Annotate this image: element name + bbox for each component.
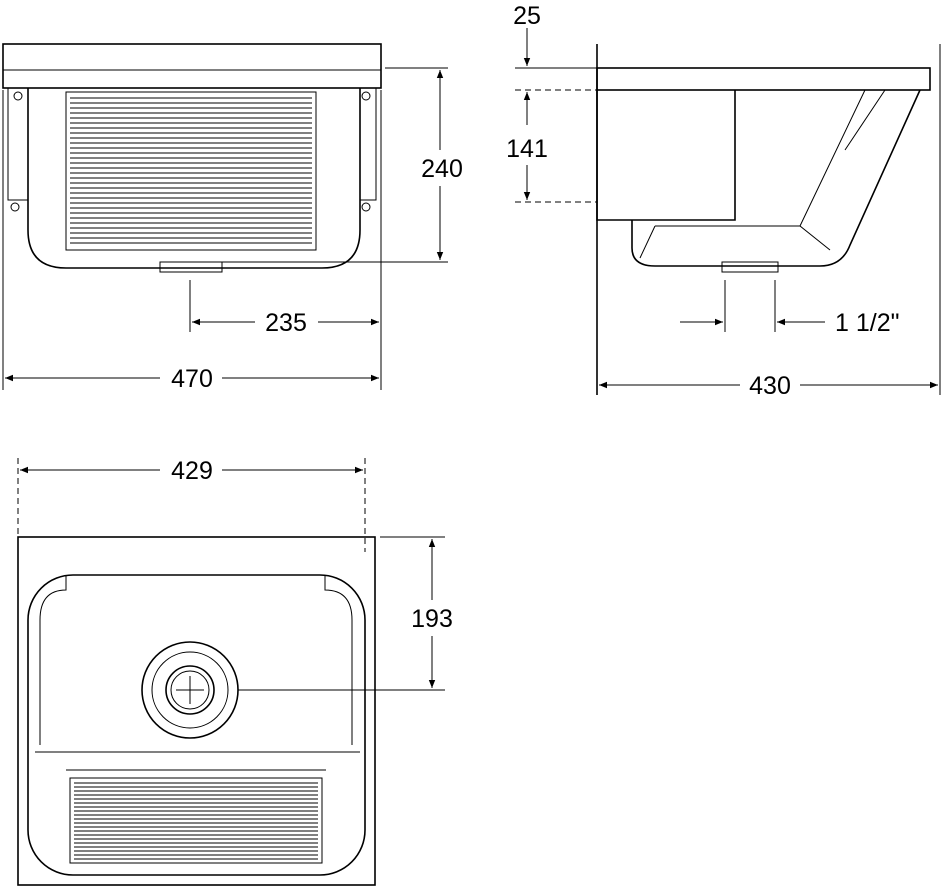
dim-length-label: 430 [749,372,791,400]
dim-drain-offset-label: 235 [265,309,307,337]
drain-outlet [721,261,779,273]
front-view: 240 235 470 [2,43,463,393]
dim-rim-label: 25 [513,2,541,30]
dim-depth-label: 141 [506,135,548,163]
dim-drain-size-label: 1 1/2" [835,309,899,337]
dim-height-label: 240 [421,155,463,183]
ribs [74,782,318,860]
drain-outlet [159,261,223,273]
dim-inner-width-label: 429 [171,457,213,485]
drain-icon [141,641,239,739]
ribs [70,97,312,244]
top-view: 429 193 [17,457,453,886]
dim-drain-position-label: 193 [411,605,453,633]
keyhole-icon [361,202,371,212]
side-view: 25 141 1 1/2" 430 [506,2,941,400]
mount-hole-icon [13,91,23,101]
dim-width-label: 470 [171,365,213,393]
keyhole-icon [10,202,20,212]
mount-hole-icon [361,91,371,101]
